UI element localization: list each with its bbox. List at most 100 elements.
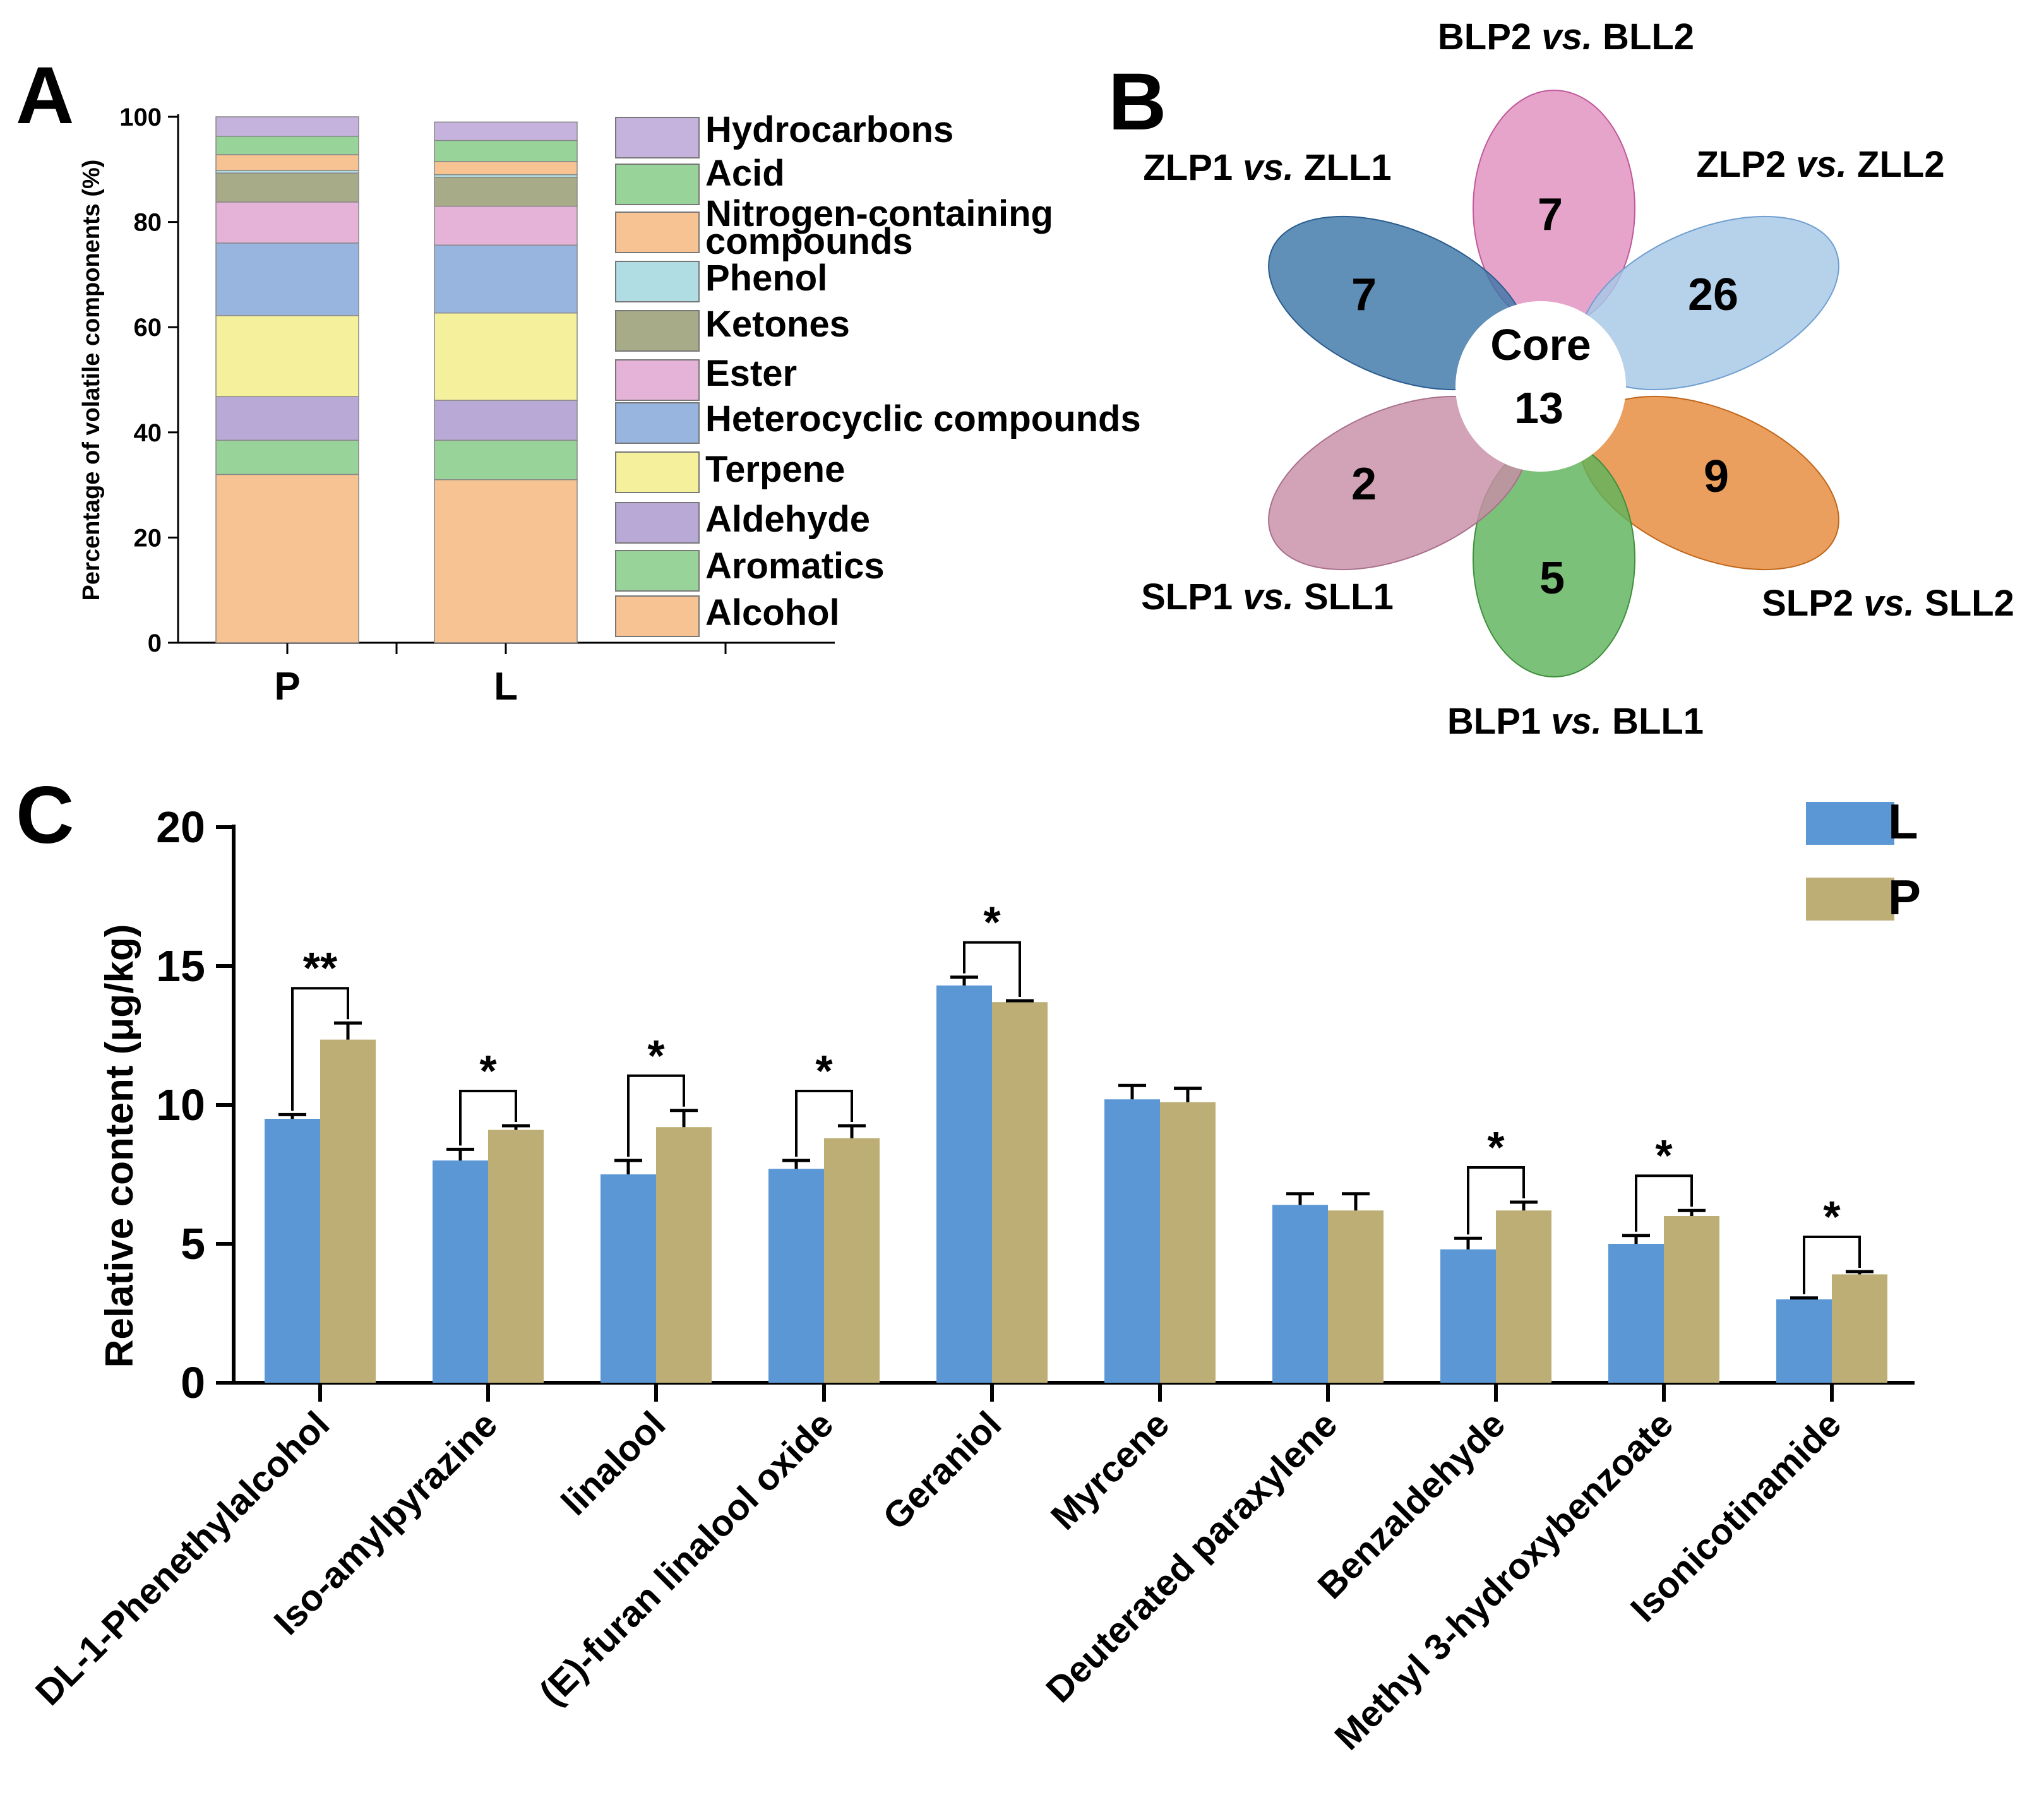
panel-a-y-tick-label: 20 [134,524,162,552]
panel-c-category-label: DL-1-Phenethylalcohol [28,1404,337,1713]
bar-P [1328,1210,1384,1383]
significance-bracket [1803,1236,1861,1294]
bar-L [1608,1244,1664,1383]
legend-label-phenol: Phenol [705,258,827,299]
legend-swatch-ketones [615,310,700,352]
venn-core-value: 13 [1514,383,1563,432]
bar-L [601,1174,656,1383]
panel-a-y-tick-label: 100 [119,104,162,131]
significance-marker: * [647,1031,665,1080]
legend-label-L: L [1888,794,1918,849]
stacked-segment-terpene [215,315,359,397]
venn-comparison-label: ZLP2 vs. ZLL2 [1696,144,1944,185]
bar-L [433,1160,488,1383]
panel-c-category-label: (E)-furan linalool oxide [532,1404,841,1713]
panel-c-y-tick-label: 0 [181,1358,205,1407]
legend-swatch-alcohol [615,595,700,637]
bar-P [1496,1210,1551,1383]
significance-marker: * [1823,1192,1841,1241]
legend-label-nitrogen-line2: compounds [705,221,913,262]
legend-swatch-aromatics [615,550,700,592]
stacked-segment-aromatics [434,439,578,480]
stacked-segment-acid [215,136,359,155]
panel-a-letter: A [16,51,74,141]
bar-P [1832,1274,1887,1383]
stacked-segment-aromatics [215,439,359,475]
stacked-segment-ketones [434,177,578,207]
legend-label-nitrogen: Nitrogen-containing [705,193,1053,234]
legend-swatch-terpene [615,451,700,493]
panel-a-y-tick-label: 0 [148,629,162,657]
bar-L [936,985,992,1383]
legend-label-alcohol: Alcohol [705,592,840,633]
panel-a: A Percentage of volatile components (%) … [16,51,1141,708]
stacked-segment-hydrocarbons [434,121,578,141]
bar-P [320,1039,376,1383]
venn-comparison-label: ZLP1 vs. ZLL1 [1143,147,1391,188]
legend-label-aromatics: Aromatics [705,546,885,587]
stacked-segment-nitrogen [215,154,359,171]
legend-swatch-ester [615,359,700,401]
stacked-segment-acid [434,140,578,162]
legend-swatch-P [1806,878,1894,921]
panel-c-y-tick-label: 10 [156,1080,205,1130]
stacked-segment-ester [215,201,359,244]
panel-a-y-tick-label: 60 [134,314,162,342]
bar-P [656,1127,712,1383]
venn-petal-count: 26 [1688,270,1738,320]
bar-L [1440,1249,1496,1383]
panel-a-category-label: L [494,665,518,708]
significance-bracket [795,1090,853,1157]
bar-P [992,1002,1048,1383]
venn-core: Core 13 [1455,301,1626,472]
venn-petal-count: 7 [1351,270,1377,320]
panel-b-letter: B [1108,57,1166,147]
venn-petal-count: 2 [1351,459,1377,510]
legend-swatch-heterocyclic [615,402,700,444]
venn-comparison-label: BLP1 vs. BLL1 [1447,701,1704,742]
legend-label-acid: Acid [705,153,785,194]
venn-petal-count: 7 [1538,189,1563,240]
panel-c-letter: C [16,770,74,861]
legend-swatch-aldehyde [615,502,700,544]
venn-petal-count: 5 [1539,553,1565,604]
panel-a-category-label: P [274,665,300,708]
stacked-segment-aldehyde [434,400,578,441]
stacked-segment-alcohol [215,474,359,643]
significance-marker: * [815,1046,833,1095]
legend-label-ketones: Ketones [705,304,850,345]
legend-swatch-phenol [615,261,700,302]
stacked-segment-aldehyde [215,396,359,441]
stacked-segment-nitrogen [434,161,578,176]
panel-c-y-tick-label: 5 [181,1219,205,1268]
bar-L [1272,1205,1328,1383]
bar-L [1776,1299,1832,1383]
panel-c-legend: LP [1806,794,1921,925]
stacked-segment-ester [434,205,578,246]
bar-L [768,1169,824,1383]
venn-comparison-label: SLP1 vs. SLL1 [1141,576,1394,617]
stacked-segment-terpene [434,312,578,401]
stacked-segment-heterocyclic [215,242,359,316]
venn-petal-count: 9 [1704,451,1729,502]
legend-swatch-nitrogen [615,212,700,253]
legend-label-hydrocarbons: Hydrocarbons [705,109,953,150]
bar-P [488,1130,544,1383]
legend-label-aldehyde: Aldehyde [705,499,870,540]
venn-core-label: Core [1490,320,1591,369]
bar-P [1160,1102,1216,1383]
legend-swatch-L [1806,802,1894,845]
venn-core-circle [1455,301,1626,472]
significance-marker: * [983,898,1001,947]
legend-swatch-acid [615,164,700,205]
venn-comparison-label: SLP2 vs. SLL2 [1762,583,2014,624]
stacked-segment-ketones [215,172,359,203]
panel-c-plot: 05101520DL-1-Phenethylalcohol**Iso-amylp… [28,802,1915,1758]
significance-marker: ** [303,943,338,993]
panel-c-y-tick-label: 15 [156,941,205,991]
significance-marker: * [479,1046,497,1095]
panel-c-category-label: Geraniol [875,1404,1009,1537]
